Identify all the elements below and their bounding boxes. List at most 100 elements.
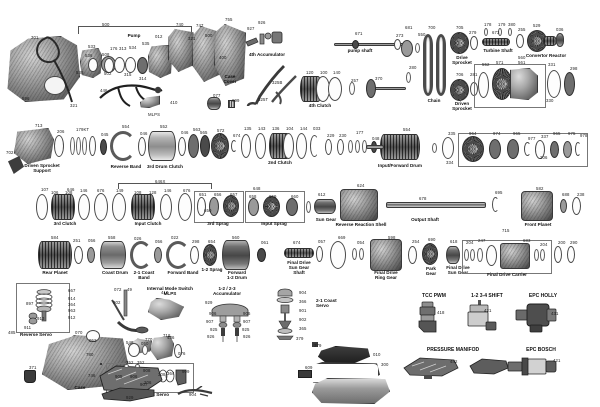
part-ring-046-b (178, 137, 186, 156)
callout-number: 906 (130, 374, 138, 379)
part-ring-335 (442, 137, 454, 159)
callout-number: 49 (127, 287, 132, 292)
callout-number: 974 (493, 131, 501, 136)
caption-pressure-manifod: PRESSURE MANIFOD (426, 347, 480, 353)
caption-1-2-sprag: 1-2 Sprag (201, 267, 223, 272)
callout-number: 533 (88, 44, 96, 49)
callout-number: 909 (182, 369, 190, 374)
part-036 (556, 33, 564, 47)
part-ring-050 (142, 345, 148, 355)
callout-number: 410 (170, 100, 178, 105)
part-final-drive-carrier (500, 243, 530, 269)
part-ring-337 (535, 140, 545, 159)
part-ring-230 (337, 139, 344, 155)
tcc-pwm-solenoid-icon (418, 301, 437, 333)
part-ring-061 (257, 248, 266, 262)
callout-number: 298 (570, 66, 578, 71)
callout-number: 046 (140, 131, 148, 136)
callout-number: 054 (357, 240, 365, 245)
callout-number: 077 (213, 93, 221, 98)
caption-chain: Chain (427, 98, 441, 103)
caption-2-1-coast-servo: 2-1 Coast Servo (316, 298, 337, 309)
callout-number: 660 (291, 194, 299, 199)
callout-number: 978 (580, 133, 588, 138)
callout-number: 658 (249, 194, 257, 199)
part-ring-238 (572, 197, 581, 215)
caption-3rd-clutch: 3rd Clutch (53, 221, 77, 226)
callout-number: 314 (139, 76, 147, 81)
caption-tcc-pwm: TCC PWM (422, 293, 446, 299)
caption-case-cover: Case Cover (223, 74, 237, 85)
part-ring-352-a (124, 364, 129, 368)
3rd-sprag-box (194, 191, 244, 223)
callout-number: 352 (126, 360, 134, 365)
callout-number: 536 (85, 53, 93, 58)
callout-number: 740 (176, 22, 184, 27)
callout-number: 036 (556, 27, 564, 32)
callout-number: 907 (140, 382, 148, 387)
callout-number: 176 (110, 46, 118, 51)
caption-input-forward-drum: Input/Forward Drum (378, 163, 422, 168)
part-drive-sprocket (450, 32, 469, 54)
callout-number: 907 (243, 319, 251, 324)
part-final-drive-sun-gear-shaft (284, 248, 314, 258)
caption-2-1-coast-band: 2-1 Coast Band (133, 270, 155, 281)
caption-reverse-reaction-shell: Reverse Reaction Shell (335, 222, 387, 227)
part-support-bracket-702 (8, 156, 24, 174)
callout-number: 676 (183, 188, 191, 193)
callout-number: 144 (300, 126, 308, 131)
callout-number: 178 (484, 22, 492, 27)
callout-number: 746 (88, 373, 96, 378)
caption-final-drive-carrier: Final Drive Carrier (487, 272, 527, 277)
callout-number: 177 (356, 130, 364, 135)
part-ring-054-a (352, 248, 357, 260)
callout-number: 690 (428, 237, 436, 242)
callout-number: 251 (73, 238, 81, 243)
part-ring-204-a (464, 249, 469, 261)
callout-number: 975 (568, 131, 576, 136)
callout-number: 584 (51, 235, 59, 240)
callout-number: 596 (22, 96, 30, 101)
callout-number: 290 (570, 240, 578, 245)
callout-number: 926 (243, 334, 251, 339)
callout-number: 674 (233, 133, 241, 138)
callout-number: 100 (320, 70, 328, 75)
callout-number: 206 (540, 155, 548, 160)
callout-number: 565 (200, 130, 208, 135)
harness-assembly-icon (99, 84, 163, 107)
callout-number: 534 (129, 45, 137, 50)
callout-number: 371 (29, 365, 37, 370)
callout-number: 335 (448, 131, 456, 136)
callout-number: 046 (181, 130, 189, 135)
callout-number: 612 (318, 192, 326, 197)
caption-input-sprag: Input Sprag (261, 221, 287, 226)
part-rear-planet (38, 241, 72, 269)
caption-drive-sprocket: Drive Sprocket (452, 55, 472, 66)
part-plate-143 (255, 133, 266, 159)
callout-number: 140 (333, 70, 341, 75)
callout-number: 280 (409, 65, 417, 70)
callout-number: 379 (296, 336, 304, 341)
part-sun-gear (314, 199, 336, 214)
callout-number: 904 (189, 392, 197, 397)
caption-convertor-reactor: Convertor Reactor (525, 53, 567, 58)
callout-number: 135 (244, 126, 252, 131)
callout-number: 321 (70, 103, 78, 108)
callout-number: 673 (492, 30, 500, 35)
wire-harness-icon (36, 36, 73, 103)
part-ring-229 (325, 139, 332, 155)
callout-number: 657 (230, 192, 238, 197)
caption-1-2-2-3-accumulator: 1-2 / 2-3 Accumulator (212, 286, 242, 297)
caption-forward-band: Forward Band (167, 270, 199, 275)
callout-number: 179 (498, 22, 506, 27)
part-ring-179kt-b (76, 137, 81, 155)
callout-number: 107 (41, 187, 49, 192)
callout-number: 681 (405, 25, 413, 30)
part-drive-chain-2 (436, 34, 446, 96)
part-magnet-609 (298, 370, 312, 378)
part-ring-280 (406, 72, 411, 83)
callout-number: 255 (518, 27, 526, 32)
part-ring-204-c (534, 249, 539, 261)
callout-number: 571 (496, 60, 504, 65)
valve-body-icon (99, 365, 163, 402)
